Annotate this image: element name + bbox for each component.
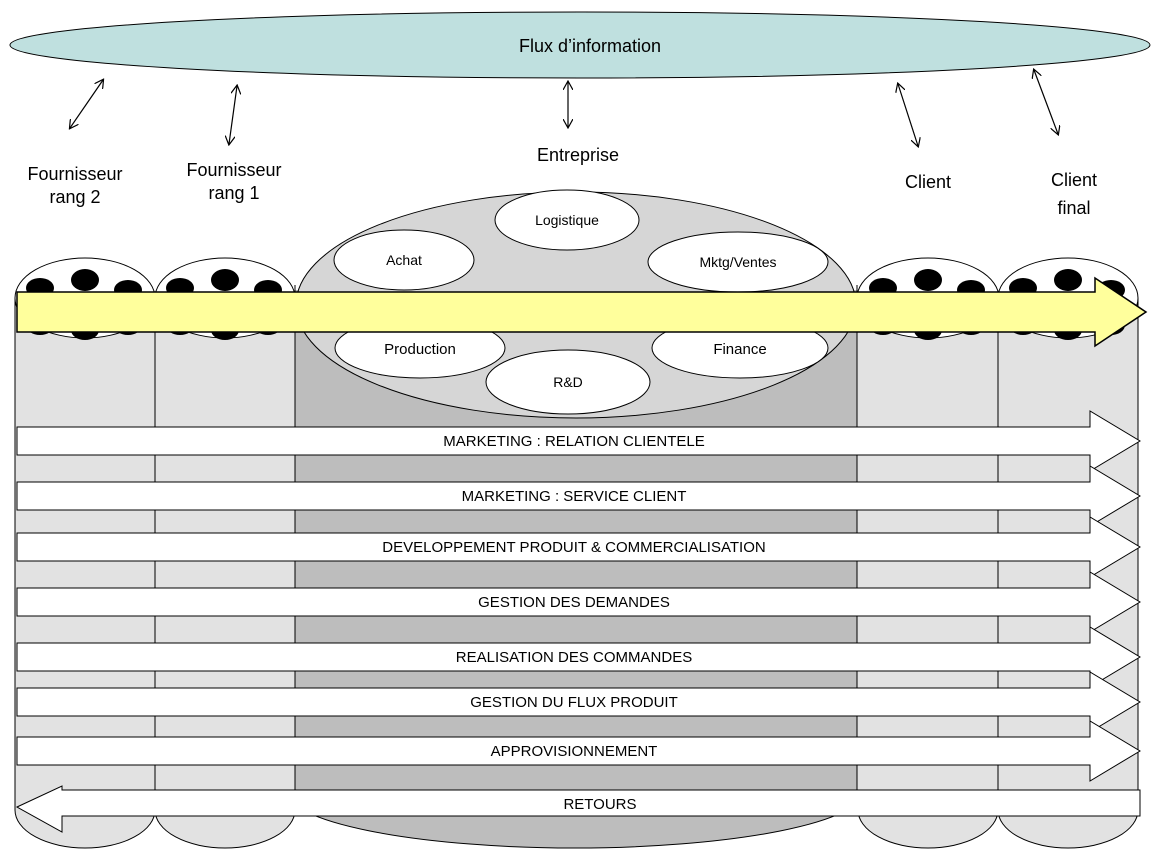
process-arrow-shape — [16, 410, 1141, 472]
process-arrows: MARKETING : RELATION CLIENTELE MARKETING … — [16, 410, 1141, 782]
actor-client: Client — [905, 172, 951, 192]
process-label: GESTION DU FLUX PRODUIT — [470, 694, 678, 711]
actor-labels: Fournisseur rang 2 Fournisseur rang 1 En… — [27, 145, 1097, 218]
info-link-fournisseur-rang-1 — [229, 86, 237, 144]
process-arrow-shape — [16, 465, 1141, 527]
process-arrow-shape — [16, 720, 1141, 782]
function-oval-finance: Finance — [651, 317, 829, 379]
process-label: MARKETING : SERVICE CLIENT — [462, 488, 687, 505]
enterprise-functions: Logistique Achat Mktg/Ventes Production … — [333, 189, 829, 415]
process-arrow: DEVELOPPEMENT PRODUIT & COMMERCIALISATIO… — [16, 516, 1141, 578]
return-flow-arrow: RETOURS — [15, 785, 1141, 833]
function-label: Production — [384, 341, 456, 358]
function-oval-rnd: R&D — [485, 349, 651, 415]
process-arrow: APPROVISIONNEMENT — [16, 720, 1141, 782]
function-oval-production: Production — [334, 317, 506, 379]
return-flow-label: RETOURS — [563, 796, 636, 813]
actor-fournisseur-rang-1-line1: Fournisseur — [186, 160, 281, 180]
function-oval-logistique: Logistique — [494, 189, 640, 251]
actor-client-final-line2: final — [1057, 198, 1090, 218]
process-arrow-shape — [16, 571, 1141, 633]
function-label: Achat — [386, 252, 422, 268]
function-label: Logistique — [535, 212, 599, 228]
process-label: REALISATION DES COMMANDES — [456, 649, 692, 666]
process-label: APPROVISIONNEMENT — [491, 743, 658, 760]
function-label: Finance — [713, 341, 766, 358]
process-arrow-shape — [16, 516, 1141, 578]
function-oval-achat: Achat — [333, 229, 475, 291]
information-flow: Flux d’information — [9, 11, 1151, 79]
process-label: DEVELOPPEMENT PRODUIT & COMMERCIALISATIO… — [382, 539, 765, 556]
function-label: Mktg/Ventes — [699, 254, 776, 270]
actor-fournisseur-rang-2-line1: Fournisseur — [27, 164, 122, 184]
function-label: R&D — [553, 374, 583, 390]
process-arrow-shape — [16, 626, 1141, 688]
function-oval-mktg-ventes: Mktg/Ventes — [647, 231, 829, 293]
information-flow-label: Flux d’information — [519, 36, 661, 56]
info-link-client — [898, 84, 918, 146]
actor-entreprise: Entreprise — [537, 145, 619, 165]
process-arrow: GESTION DES DEMANDES — [16, 571, 1141, 633]
information-links — [70, 70, 1058, 146]
process-arrow: GESTION DU FLUX PRODUIT — [16, 671, 1141, 733]
actor-client-final-line1: Client — [1051, 170, 1097, 190]
info-link-fournisseur-rang-2 — [70, 80, 103, 128]
product-flow-arrow — [16, 276, 1148, 348]
actor-fournisseur-rang-2-line2: rang 2 — [49, 187, 100, 207]
process-arrow: MARKETING : RELATION CLIENTELE — [16, 410, 1141, 472]
info-link-client-final — [1034, 70, 1058, 134]
process-arrow: REALISATION DES COMMANDES — [16, 626, 1141, 688]
process-label: GESTION DES DEMANDES — [478, 594, 670, 611]
process-label: MARKETING : RELATION CLIENTELE — [443, 433, 704, 450]
actor-fournisseur-rang-1-line2: rang 1 — [208, 183, 259, 203]
process-arrow-shape — [16, 671, 1141, 733]
process-arrow: MARKETING : SERVICE CLIENT — [16, 465, 1141, 527]
